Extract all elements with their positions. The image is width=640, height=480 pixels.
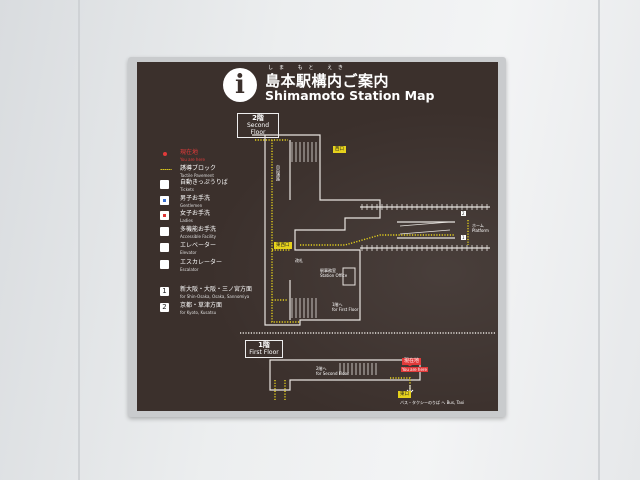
platform-number-1: 1	[461, 235, 466, 240]
floor-jp: 2階	[252, 114, 264, 122]
wall-seam	[78, 0, 80, 480]
elevator-icon	[160, 243, 169, 252]
station-map-board	[137, 62, 498, 411]
platform-2-icon: 2	[160, 303, 169, 312]
floor-jp: 1階	[258, 341, 270, 349]
mens-toilet-icon	[160, 196, 169, 205]
tag-jp: 西口	[335, 147, 344, 152]
you-are-here-tag: 現在地	[402, 358, 422, 365]
tactile-pavement	[240, 139, 495, 400]
east-exit-tag: 東口	[398, 391, 411, 398]
stairs-lower	[291, 298, 317, 318]
floor-en: First Floor	[249, 349, 279, 356]
title-english: Shimamoto Station Map	[265, 88, 435, 103]
ladies-toilet-icon	[160, 211, 169, 220]
you-are-here-dot-icon	[163, 152, 167, 156]
escalator-icon	[160, 260, 169, 269]
information-icon: i	[223, 68, 257, 102]
track-ties	[361, 204, 488, 251]
stairs-upper	[291, 142, 317, 162]
tag-jp: 東西口	[276, 243, 290, 248]
wall-seam	[598, 0, 600, 480]
bus-taxi-label: バス・タクシーのりば へ Bus, Taxi	[400, 400, 465, 405]
second-floor-outline	[252, 134, 381, 326]
station-exits-tag: 東西口	[274, 242, 292, 249]
passage-label: 自由通路	[276, 165, 281, 181]
title-ruby: しま もと えき	[268, 65, 349, 71]
you-are-here-en: You are here	[401, 367, 428, 372]
floor-en: Second Floor	[246, 122, 270, 136]
platform-number-2: 2	[461, 211, 466, 216]
platform-1-icon: 1	[160, 287, 169, 296]
title-japanese: 島本駅構内ご案内	[265, 72, 390, 90]
accessible-toilet-icon	[160, 227, 169, 236]
stairs-platform	[399, 221, 451, 235]
ticket-gate-label: 改札	[295, 258, 303, 263]
station-office	[342, 267, 356, 286]
stairs-first-floor	[339, 363, 377, 375]
ticket-machine-icon	[160, 180, 169, 189]
west-exit-tag: 西口	[333, 146, 346, 153]
tactile-pavement-icon	[160, 169, 172, 170]
